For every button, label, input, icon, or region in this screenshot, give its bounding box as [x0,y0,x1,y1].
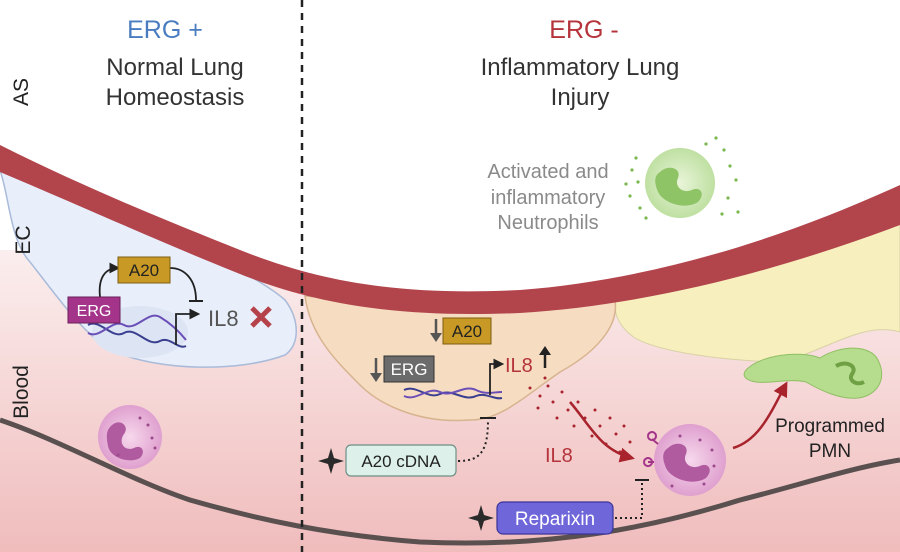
reparixin-box [496,501,614,535]
cdna-to-cell-link [457,419,489,462]
il8-label-left: IL8 [208,306,239,331]
pmn-to-programmed-arrow [732,381,788,450]
right-subtitle-line1: Inflammatory Lung [481,54,680,81]
side-label-as: AS [10,78,33,106]
erg-to-a20-arrow [98,262,121,298]
right-subtitle-line2: Injury [551,84,610,111]
left-heading: ERG + [127,16,203,44]
transcription-arrow-right [489,358,505,395]
vessel-bottom-line [0,417,900,546]
a20-cdna-label: A20 cDNA [361,452,441,471]
il8-label-right: IL8 [505,355,533,377]
reparixin-inhibit-link [615,482,643,519]
a20-label-right: A20 [452,322,482,341]
programmed-pmn-line1: Programmed [775,416,885,437]
erg-box-right [383,355,435,383]
a20-label-left: A20 [129,261,159,280]
blocked-x-icon [250,306,272,328]
il8-receptors [643,431,659,468]
a20-box-right [442,317,492,345]
activated-neutrophils-line2: inflammatory [491,187,605,209]
a20-inhibit-il8 [169,267,197,301]
a20-cdna-box [345,444,457,477]
activated-neutrophil-airspace [624,136,740,220]
activated-neutrophils-line1: Activated and [487,161,608,183]
transcription-arrow-left [175,308,201,345]
activated-neutrophils-line3: Neutrophils [497,212,598,234]
resting-neutrophil [98,405,162,469]
erg-label-right: ERG [391,360,428,379]
erg-label-left: ERG [77,303,112,320]
a20-box-left [117,256,171,284]
programmed-pmn-line2: PMN [809,441,851,462]
il8-to-receptor-arrow [569,401,635,463]
up-arrow-il8 [539,346,551,368]
airspace-region [0,0,900,294]
star-icon-cdna [318,448,344,474]
erg-box-left [67,296,121,324]
reparixin-label: Reparixin [515,509,595,530]
dna-helix-left [87,314,187,348]
right-heading: ERG - [549,16,618,44]
il8-secreted-label: IL8 [545,445,573,467]
down-arrow-erg [370,358,382,382]
vessel-wall [0,145,900,315]
side-label-ec: EC [12,225,35,254]
left-subtitle-line1: Normal Lung [106,54,243,81]
side-label-blood: Blood [10,365,33,419]
left-subtitle-line2: Homeostasis [106,84,245,111]
programmed-pmn-cell [743,347,883,399]
activated-neutrophil-blood [654,424,726,496]
star-icon-reparixin [468,505,494,531]
down-arrow-a20 [430,319,442,342]
